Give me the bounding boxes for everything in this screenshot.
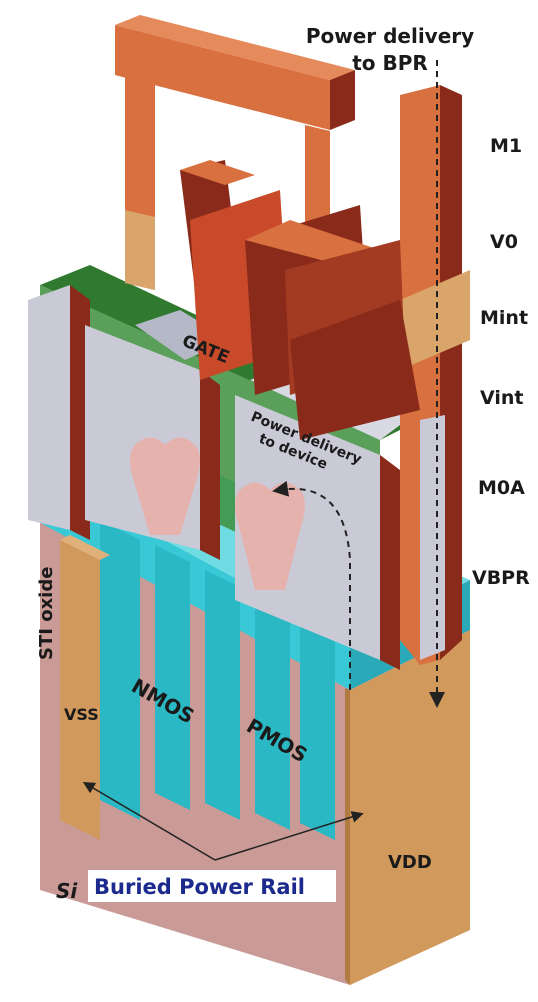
arrows [82,60,445,861]
device-power-arrow [272,480,351,690]
bpr-vdd [345,630,470,985]
vss-pointer-arrow [82,781,216,861]
m0a-label: M0A [478,477,525,499]
vdd-label: VDD [388,852,432,873]
epi-source-drain [130,437,305,590]
power-delivery-bpr-label-1: Power delivery [306,24,474,48]
vbpr-label: VBPR [472,567,530,589]
sti-oxide-label: STI oxide [36,567,57,660]
power-delivery-bpr-label-2: to BPR [352,51,428,75]
si-label: Si [56,879,78,903]
buried-power-rail-label: Buried Power Rail [94,875,305,899]
fins [100,520,335,840]
v0-label: V0 [490,231,518,253]
vss-label: VSS [64,705,99,724]
bpr-vss [60,535,110,840]
vint-label: Vint [480,387,524,409]
mint-label: Mint [480,307,528,329]
bpr-label-box [88,870,336,902]
vbpr-via-column [400,85,470,665]
vdd-pointer-arrow [214,811,364,861]
m1-label: M1 [490,135,522,157]
mint-metal [180,160,420,440]
